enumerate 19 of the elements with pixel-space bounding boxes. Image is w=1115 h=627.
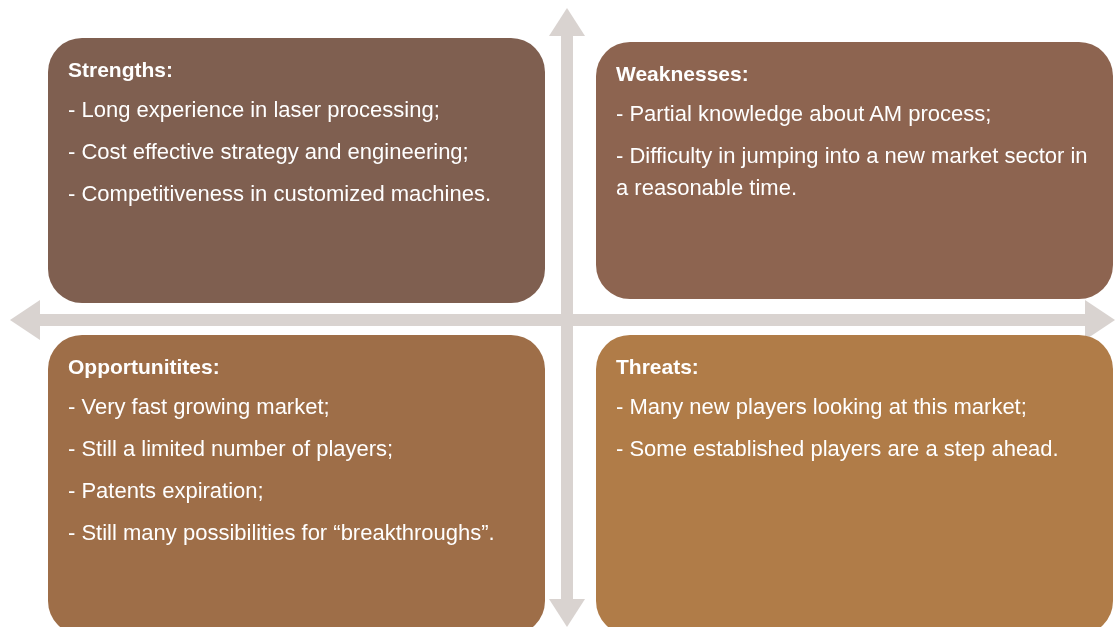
bullet-text: - Many new players looking at this market; bbox=[616, 393, 1028, 421]
bullet-text: - Patents expiration; bbox=[68, 476, 265, 505]
quadrant-heading: Weaknesses: bbox=[616, 62, 750, 86]
swot-quadrant bbox=[48, 335, 545, 627]
bullet-text: - Still a limited number of players; bbox=[68, 434, 395, 463]
bullet-text: - Difficulty in jumping into a new market sector in a reasonable time. bbox=[616, 141, 1089, 202]
bullet-text: - Very fast growing market; bbox=[68, 393, 331, 421]
quadrant-heading: Strengths: bbox=[68, 58, 174, 82]
bullet-text: - Still many possibilities for “breakthroughs”. bbox=[68, 518, 496, 547]
swot-quadrant bbox=[48, 38, 545, 303]
quadrant-heading: Opportunitites: bbox=[68, 355, 221, 379]
swot-quadrant bbox=[596, 42, 1113, 299]
bullet-text: - Cost effective strategy and engineering; bbox=[68, 137, 470, 166]
bullet-text: - Partial knowledge about AM process; bbox=[616, 100, 993, 128]
bullet-text: - Some established players are a step ahead. bbox=[616, 434, 1060, 463]
swot-quadrant bbox=[596, 335, 1113, 627]
quadrant-heading: Threats: bbox=[616, 355, 700, 379]
bullet-text: - Long experience in laser processing; bbox=[68, 96, 441, 124]
bullet-text: - Competitiveness in customized machines. bbox=[68, 179, 493, 208]
